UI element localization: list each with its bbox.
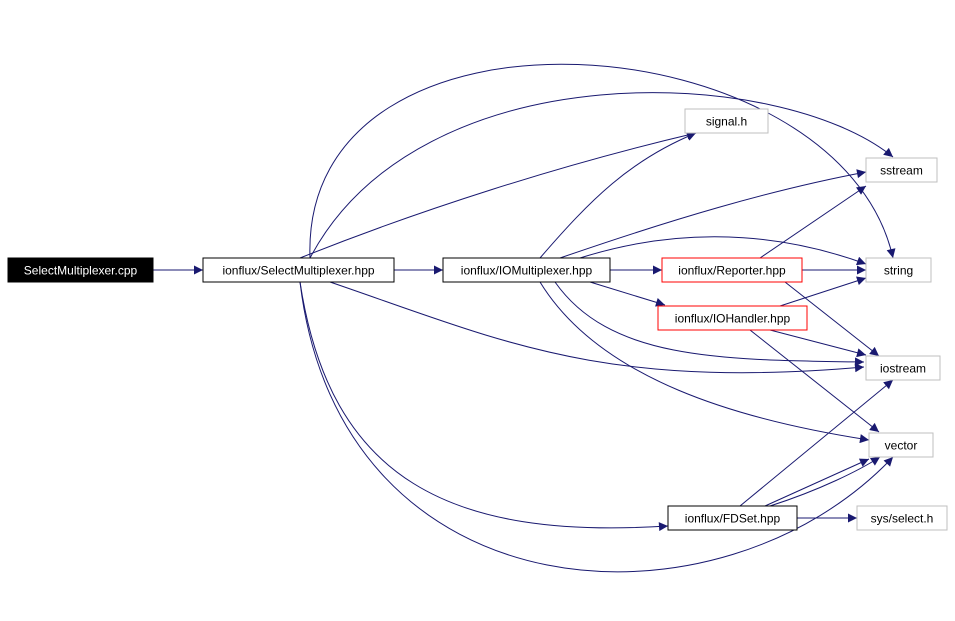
edge-select-hpp-to-vector	[299, 281, 894, 573]
edge-select-hpp-to-iostream	[329, 281, 865, 374]
node-label: vector	[885, 439, 918, 453]
edge-select-hpp-to-sstream	[309, 92, 894, 259]
node-sstream[interactable]: sstream	[865, 157, 938, 183]
edge-fdset-hpp-to-vector	[764, 458, 870, 507]
edge-iomux-hpp-to-string	[579, 236, 867, 266]
edge-select-hpp-to-signal-h	[299, 130, 697, 259]
node-sys-select-h[interactable]: sys/select.h	[856, 505, 948, 531]
node-root-selectmultiplexer-cpp[interactable]: SelectMultiplexer.cpp	[7, 257, 154, 283]
node-label: SelectMultiplexer.cpp	[24, 264, 138, 278]
node-label: sys/select.h	[871, 512, 934, 526]
edges	[153, 63, 896, 573]
edge-select-hpp-to-fdset-hpp	[299, 281, 669, 532]
edge-iomux-hpp-to-iohandler-hpp	[589, 281, 666, 307]
node-label: iostream	[880, 362, 926, 376]
node-label: sstream	[880, 164, 923, 178]
node-vector[interactable]: vector	[868, 432, 934, 458]
node-label: signal.h	[706, 115, 747, 129]
nodes: SelectMultiplexer.cpp ionflux/SelectMult…	[7, 108, 948, 531]
edge-iomux-hpp-to-signal-h	[539, 132, 697, 259]
node-string[interactable]: string	[865, 257, 932, 283]
node-ionflux-iohandler-hpp[interactable]: ionflux/IOHandler.hpp	[657, 305, 808, 331]
node-ionflux-reporter-hpp[interactable]: ionflux/Reporter.hpp	[661, 257, 803, 283]
node-ionflux-selectmultiplexer-hpp[interactable]: ionflux/SelectMultiplexer.hpp	[202, 257, 395, 283]
edge-reporter-hpp-to-iostream	[784, 281, 880, 357]
edge-iomux-hpp-to-sstream	[559, 169, 867, 259]
edge-iohandler-hpp-to-vector	[749, 329, 880, 433]
node-signal-h[interactable]: signal.h	[684, 108, 769, 134]
node-ionflux-iomultiplexer-hpp[interactable]: ionflux/IOMultiplexer.hpp	[442, 257, 611, 283]
edge-fdset-hpp-to-vector-alt	[769, 456, 881, 507]
edge-fdset-hpp-to-iostream	[739, 379, 894, 507]
edge-iomux-hpp-to-iostream	[554, 281, 865, 367]
node-label: ionflux/IOHandler.hpp	[675, 312, 791, 326]
edge-iohandler-hpp-to-string	[779, 276, 867, 307]
node-label: string	[884, 264, 913, 278]
node-label: ionflux/SelectMultiplexer.hpp	[222, 264, 374, 278]
node-label: ionflux/FDSet.hpp	[685, 512, 781, 526]
edge-select-hpp-to-string	[309, 63, 896, 259]
node-iostream[interactable]: iostream	[865, 355, 941, 381]
node-label: ionflux/IOMultiplexer.hpp	[461, 264, 593, 278]
edge-iohandler-hpp-to-iostream	[769, 329, 867, 358]
edge-reporter-hpp-to-sstream	[759, 185, 867, 259]
node-ionflux-fdset-hpp[interactable]: ionflux/FDSet.hpp	[667, 505, 798, 531]
edge-iomux-hpp-to-vector	[539, 281, 870, 444]
node-label: ionflux/Reporter.hpp	[678, 264, 786, 278]
